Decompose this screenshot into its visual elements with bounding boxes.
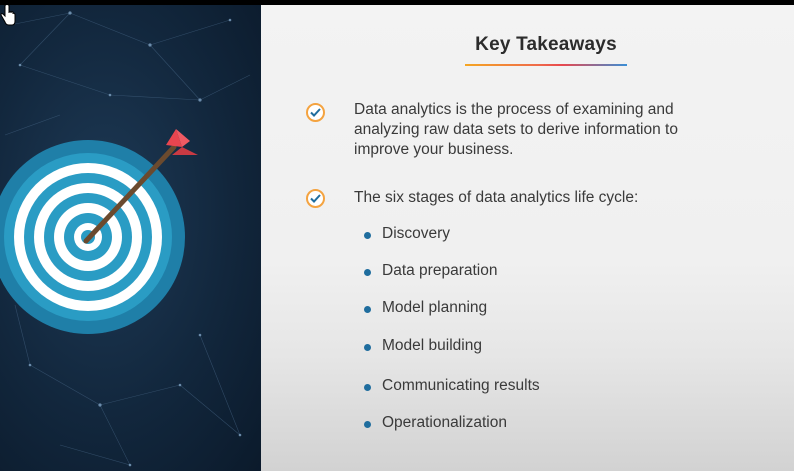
takeaway-2: The six stages of data analytics life cy… bbox=[354, 188, 638, 208]
arrow-icon bbox=[83, 129, 198, 244]
stage-item: Operationalization bbox=[382, 414, 507, 431]
bullet-dot-icon bbox=[364, 384, 371, 391]
bullet-dot-icon bbox=[364, 421, 371, 428]
bullet-dot-icon bbox=[364, 269, 371, 276]
stage-item: Model planning bbox=[382, 299, 488, 316]
bullet-dot-icon bbox=[364, 232, 371, 239]
slide-title: Key Takeaways bbox=[475, 34, 617, 55]
left-image-panel bbox=[0, 5, 261, 471]
presentation-slide: Key Takeaways Data analytics is the proc… bbox=[0, 5, 794, 471]
check-circle-icon bbox=[306, 189, 325, 208]
title-underline bbox=[465, 64, 627, 66]
bullet-dot-icon bbox=[364, 344, 371, 351]
takeaway-1-line: Data analytics is the process of examini… bbox=[354, 101, 674, 118]
bullet-dot-icon bbox=[364, 306, 371, 313]
check-circle-icon bbox=[306, 103, 325, 122]
stage-item: Communicating results bbox=[382, 377, 540, 394]
title-block: Key Takeaways bbox=[465, 34, 627, 66]
takeaway-1-line: analyzing raw data sets to derive inform… bbox=[354, 121, 678, 138]
takeaway-1-line: improve your business. bbox=[354, 141, 514, 158]
stage-item: Discovery bbox=[382, 225, 451, 242]
stage-item: Data preparation bbox=[382, 262, 498, 279]
content-panel: Key Takeaways Data analytics is the proc… bbox=[261, 5, 794, 471]
takeaway-1: Data analytics is the process of examini… bbox=[354, 100, 678, 160]
takeaway-2-line: The six stages of data analytics life cy… bbox=[354, 189, 639, 206]
hand-cursor-icon bbox=[0, 5, 16, 26]
stage-item: Model building bbox=[382, 337, 482, 354]
network-background bbox=[0, 11, 251, 467]
